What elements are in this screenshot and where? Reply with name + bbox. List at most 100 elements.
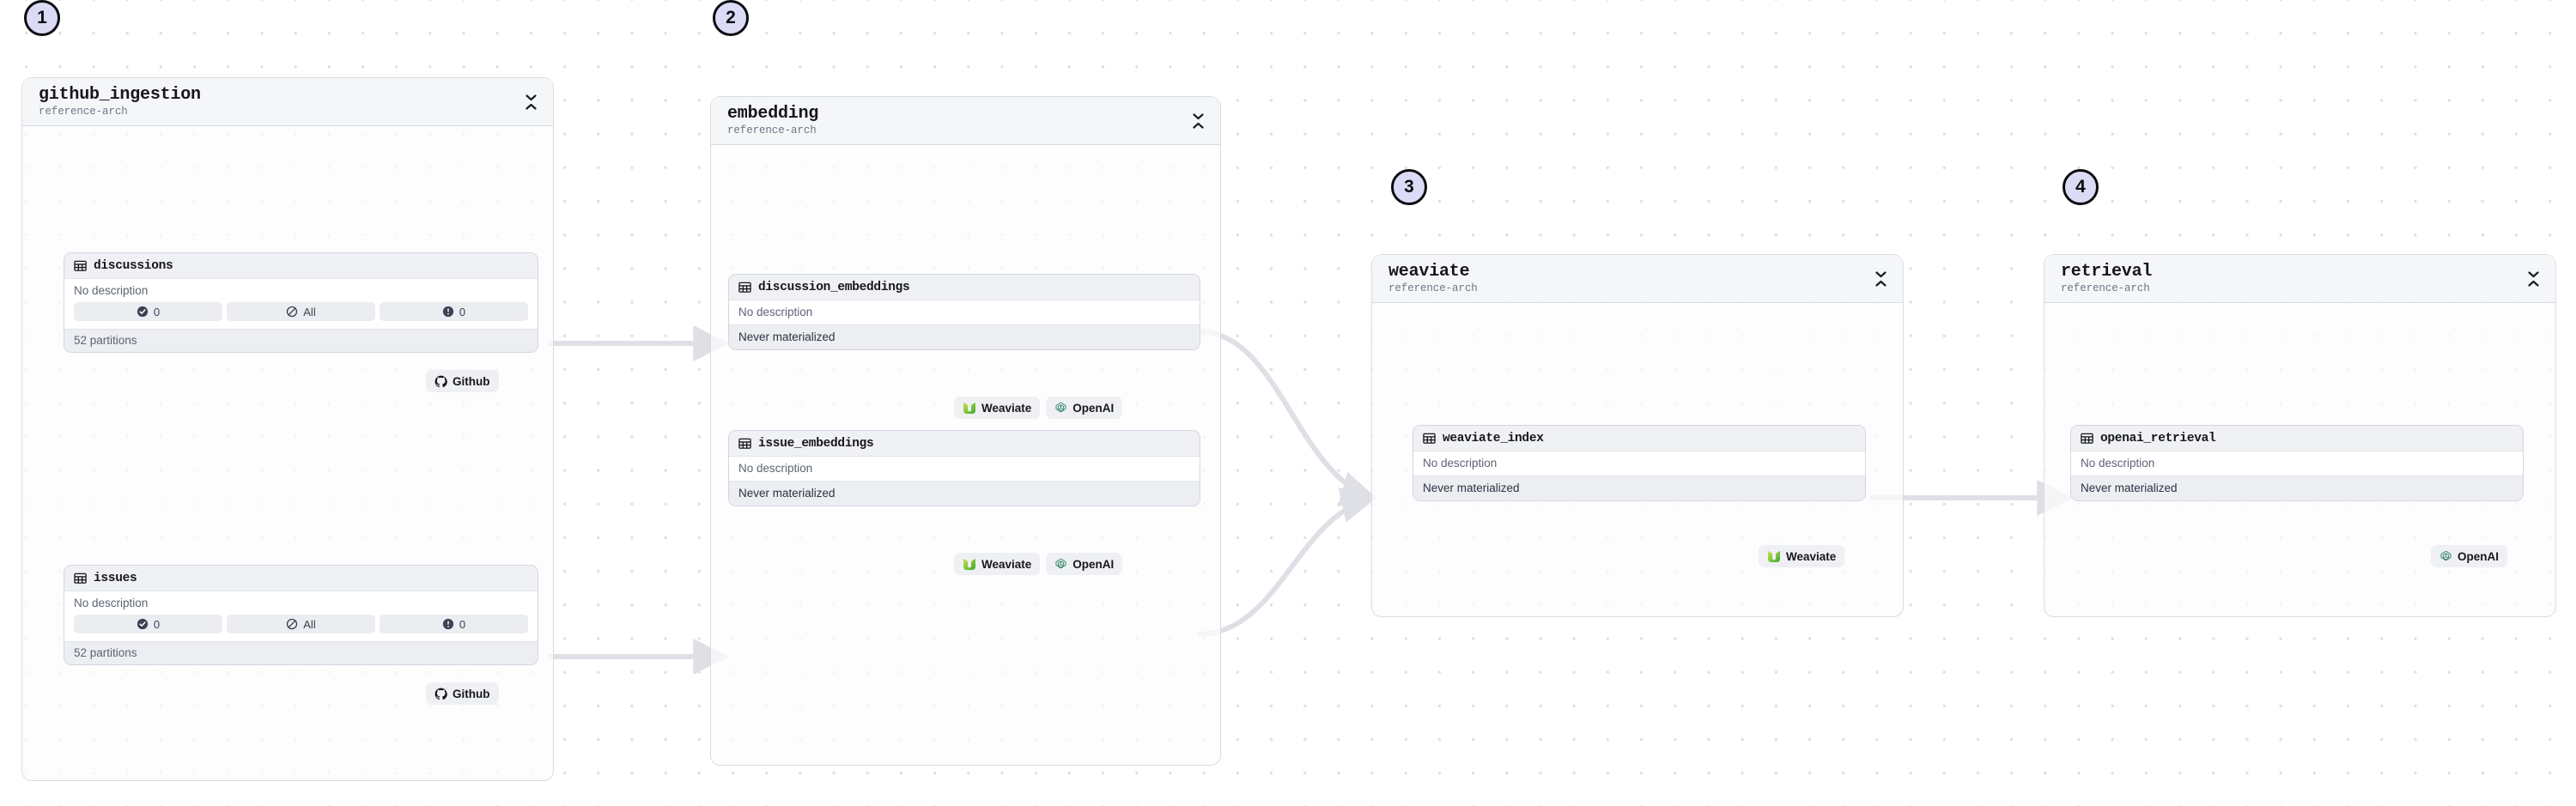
table-icon	[738, 281, 751, 294]
step-badge-label: 4	[2075, 177, 2086, 197]
group-header[interactable]: embedding reference-arch	[711, 97, 1220, 145]
tag-weaviate[interactable]: Weaviate	[954, 553, 1041, 575]
tag-openai[interactable]: OpenAI	[1046, 553, 1123, 575]
asset-header[interactable]: discussion_embeddings	[729, 275, 1200, 300]
asset-materialization-status: Never materialized	[2071, 476, 2523, 500]
weaviate-icon	[963, 402, 976, 415]
asset-description: No description	[64, 279, 538, 300]
group-header[interactable]: github_ingestion reference-arch	[22, 78, 553, 126]
asset-description: No description	[729, 457, 1200, 481]
status-chip-checks[interactable]: All	[227, 302, 375, 321]
step-badge-2: 2	[713, 0, 749, 36]
asset-node-weaviate-index[interactable]: weaviate_index No description Never mate…	[1413, 425, 1866, 501]
status-chip-label: All	[303, 617, 316, 631]
asset-tag-row: Github	[426, 370, 499, 392]
asset-tag-row: OpenAI	[2431, 545, 2508, 567]
collapse-vertical-icon[interactable]	[1873, 270, 1888, 288]
group-subtitle: reference-arch	[39, 105, 128, 118]
asset-node-discussions[interactable]: discussions No description 0 All	[64, 252, 538, 353]
check-circle-icon	[137, 618, 149, 630]
group-retrieval[interactable]: retrieval reference-arch openai_retrieva…	[2044, 254, 2556, 617]
openai-icon	[1054, 402, 1067, 415]
asset-tag-row: Weaviate OpenAI	[954, 553, 1123, 575]
group-title-block: retrieval reference-arch	[2061, 261, 2153, 294]
asset-status-row: 0 All 0	[64, 613, 538, 641]
tag-weaviate[interactable]: Weaviate	[1759, 545, 1845, 567]
collapse-vertical-icon[interactable]	[2525, 270, 2541, 288]
group-subtitle: reference-arch	[2061, 282, 2150, 294]
tag-github[interactable]: Github	[426, 682, 499, 705]
group-subtitle: reference-arch	[727, 124, 817, 136]
asset-name: issues	[94, 571, 137, 585]
status-chip-materialized[interactable]: 0	[74, 302, 222, 321]
group-weaviate[interactable]: weaviate reference-arch weaviate_index N…	[1371, 254, 1904, 617]
asset-name: discussions	[94, 258, 173, 273]
asset-name: discussion_embeddings	[758, 280, 910, 294]
tag-label: Weaviate	[981, 401, 1032, 415]
asset-header[interactable]: issue_embeddings	[729, 431, 1200, 457]
group-header[interactable]: weaviate reference-arch	[1372, 255, 1903, 303]
tag-label: OpenAI	[1072, 401, 1115, 415]
status-chip-label: 0	[459, 617, 466, 631]
step-badge-4: 4	[2063, 169, 2099, 205]
edge-discussion-embeddings-to-weaviate-index	[1197, 329, 1378, 507]
github-icon	[434, 375, 447, 388]
asset-description: No description	[1413, 451, 1865, 476]
asset-header[interactable]: issues	[64, 566, 538, 591]
group-subtitle: reference-arch	[1388, 282, 1478, 294]
step-badge-3: 3	[1391, 169, 1427, 205]
status-chip-checks[interactable]: All	[227, 615, 375, 633]
weaviate-icon	[963, 558, 976, 571]
group-header[interactable]: retrieval reference-arch	[2044, 255, 2555, 303]
status-chip-failures[interactable]: 0	[380, 615, 528, 633]
asset-node-issue-embeddings[interactable]: issue_embeddings No description Never ma…	[728, 430, 1200, 506]
step-badge-1: 1	[24, 0, 60, 36]
asset-tag-row: Github	[426, 682, 499, 705]
group-name: embedding	[727, 103, 819, 124]
tag-openai[interactable]: OpenAI	[2431, 545, 2508, 567]
table-icon	[74, 259, 87, 272]
slash-circle-icon	[286, 306, 298, 318]
group-title-block: github_ingestion reference-arch	[39, 84, 201, 118]
status-chip-failures[interactable]: 0	[380, 302, 528, 321]
group-name: retrieval	[2061, 261, 2153, 282]
asset-node-openai-retrieval[interactable]: openai_retrieval No description Never ma…	[2070, 425, 2524, 501]
status-chip-label: 0	[153, 617, 161, 631]
status-chip-label: All	[303, 305, 316, 318]
table-icon	[2081, 432, 2093, 445]
tag-label: Github	[453, 687, 490, 700]
tag-openai[interactable]: OpenAI	[1046, 397, 1123, 419]
asset-description: No description	[2071, 451, 2523, 476]
tag-label: OpenAI	[2458, 549, 2500, 563]
group-embedding[interactable]: embedding reference-arch discussion_embe…	[710, 96, 1221, 766]
group-github-ingestion[interactable]: github_ingestion reference-arch discussi…	[21, 77, 554, 781]
openai-icon	[1054, 558, 1067, 571]
asset-tag-row: Weaviate	[1759, 545, 1845, 567]
group-name: github_ingestion	[39, 84, 201, 105]
asset-node-discussion-embeddings[interactable]: discussion_embeddings No description Nev…	[728, 274, 1200, 350]
collapse-vertical-icon[interactable]	[523, 93, 538, 112]
status-chip-materialized[interactable]: 0	[74, 615, 222, 633]
tag-weaviate[interactable]: Weaviate	[954, 397, 1041, 419]
step-badge-label: 1	[37, 8, 47, 27]
tag-label: OpenAI	[1072, 557, 1115, 571]
check-circle-icon	[137, 306, 149, 318]
asset-header[interactable]: discussions	[64, 253, 538, 279]
tag-github[interactable]: Github	[426, 370, 499, 392]
status-chip-label: 0	[459, 305, 466, 318]
collapse-vertical-icon[interactable]	[1190, 112, 1206, 130]
asset-description: No description	[64, 591, 538, 613]
openai-icon	[2439, 550, 2452, 563]
group-title-block: weaviate reference-arch	[1388, 263, 1478, 294]
group-title-block: embedding reference-arch	[727, 103, 819, 136]
asset-header[interactable]: openai_retrieval	[2071, 426, 2523, 451]
asset-node-issues[interactable]: issues No description 0 All	[64, 565, 538, 665]
asset-name: weaviate_index	[1443, 431, 1544, 445]
asset-partitions: 52 partitions	[64, 641, 538, 664]
step-badge-label: 3	[1404, 177, 1414, 197]
asset-materialization-status: Never materialized	[1413, 476, 1865, 500]
exclamation-circle-icon	[442, 306, 454, 318]
asset-header[interactable]: weaviate_index	[1413, 426, 1865, 451]
asset-tag-row: Weaviate OpenAI	[954, 397, 1123, 419]
